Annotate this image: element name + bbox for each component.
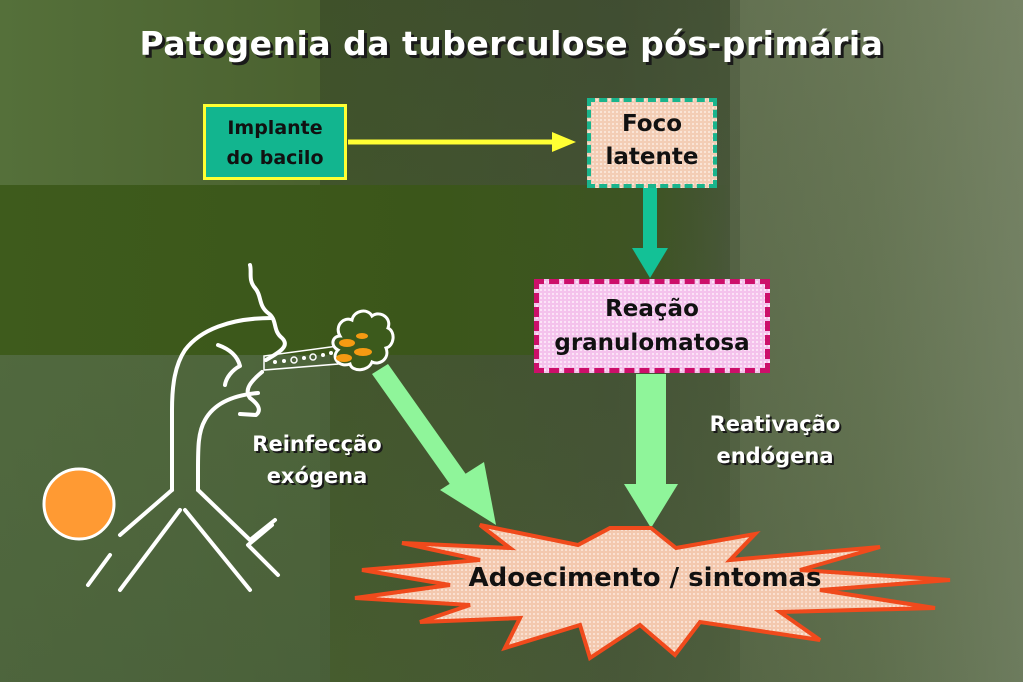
node-adoecimento-sintomas: Adoecimento / sintomas: [468, 563, 822, 593]
respiratory-figure-illustration: [86, 263, 287, 592]
adoecimento-burst: [354, 523, 951, 662]
node-foco-line2: latente: [605, 144, 699, 170]
droplet-cloud-icon: [331, 309, 395, 372]
label-reativacao-line1: Reativação: [709, 412, 841, 436]
node-implante-line1: Implante: [227, 117, 323, 139]
node-reacao-granulomatosa: Reação granulomatosa: [534, 279, 770, 373]
arrow-foco-reacao: [632, 188, 668, 278]
label-reinfeccao-line2: exógena: [266, 464, 368, 488]
slide-title: Patogenia da tuberculose pós-primária: [139, 24, 884, 63]
label-reinfeccao-line1: Reinfecção: [252, 432, 382, 456]
arrow-reinfeccao-adoecimento: [372, 364, 496, 525]
aerosol-cone: [263, 345, 339, 371]
node-implante-line2: do bacilo: [226, 147, 324, 169]
node-foco-latente: Foco latente: [587, 98, 717, 188]
arrow-implante-foco: [348, 132, 576, 152]
label-reinfeccao-exogena: Reinfecção exógena: [222, 428, 412, 492]
orange-circle: [42, 467, 116, 541]
node-foco-line1: Foco: [621, 111, 682, 137]
node-reacao-line1: Reação: [605, 296, 699, 322]
label-reativacao-endogena: Reativação endógena: [680, 408, 870, 472]
node-reacao-line2: granulomatosa: [554, 330, 750, 356]
node-implante-do-bacilo: Implante do bacilo: [203, 104, 347, 180]
arrow-reacao-adoecimento: [624, 374, 678, 528]
label-reativacao-line2: endógena: [716, 444, 834, 468]
